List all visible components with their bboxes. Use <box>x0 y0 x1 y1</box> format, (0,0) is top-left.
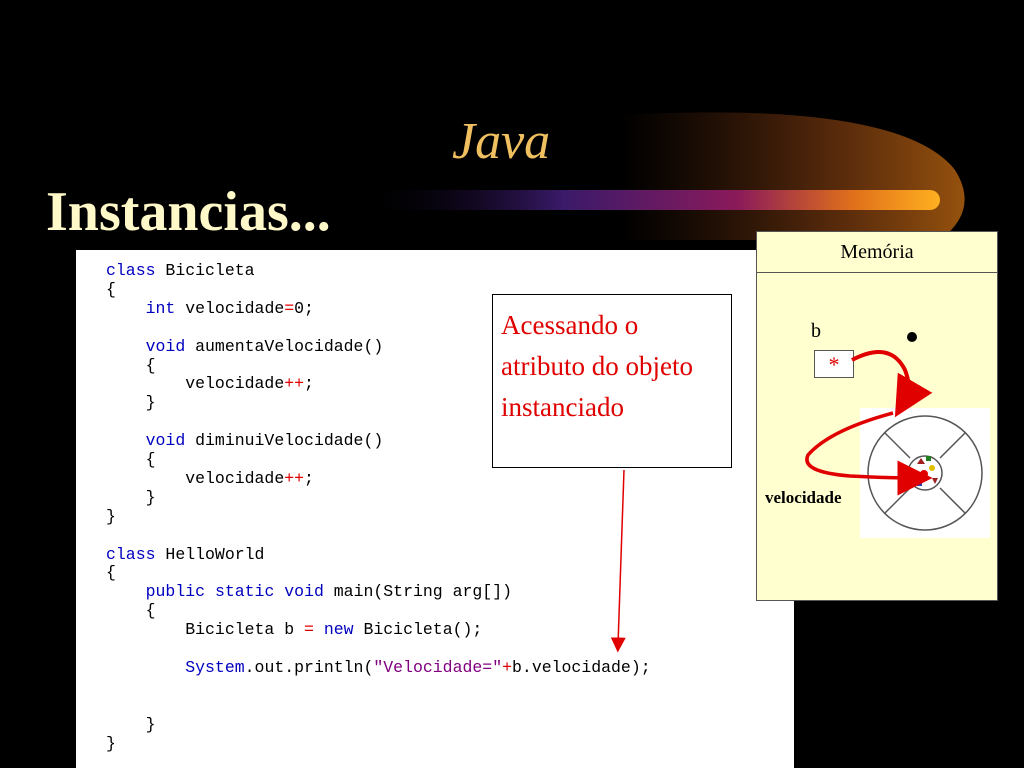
code-token: { <box>106 355 156 375</box>
code-token: velocidade <box>106 374 285 394</box>
code-token: { <box>106 563 116 583</box>
code-token: void <box>145 336 186 356</box>
code-token: .out.println( <box>244 657 374 677</box>
code-token: HelloWorld <box>155 544 265 564</box>
code-line: Bicicleta b = new Bicicleta(); <box>106 620 651 640</box>
code-token: public <box>145 582 206 602</box>
code-line: } <box>106 393 651 413</box>
code-token: } <box>106 714 156 734</box>
slide-subtitle: Java <box>452 113 551 170</box>
code-line: public static void main(String arg[]) <box>106 582 651 602</box>
code-token <box>106 337 146 356</box>
code-token <box>106 431 146 450</box>
code-line: void diminuiVelocidade() <box>106 431 651 451</box>
code-token: 0; <box>294 298 314 318</box>
code-token <box>106 658 185 677</box>
code-token: aumentaVelocidade() <box>185 336 384 356</box>
code-token: class <box>106 544 156 564</box>
code-line <box>106 678 651 697</box>
code-token: "Velocidade=" <box>373 657 503 677</box>
code-line <box>106 640 651 659</box>
code-line: } <box>106 733 651 754</box>
code-token: diminuiVelocidade() <box>185 431 384 451</box>
object-diagram <box>860 408 990 538</box>
code-token: { <box>106 279 116 299</box>
code-line <box>106 697 651 716</box>
code-line: class HelloWorld <box>106 544 651 565</box>
code-line: } <box>106 506 651 527</box>
attribute-label: velocidade <box>765 488 842 507</box>
code-token: Bicicleta(); <box>353 620 483 640</box>
code-line: System.out.println("Velocidade="+b.veloc… <box>106 657 651 678</box>
code-line: { <box>106 279 651 300</box>
code-token <box>314 620 324 639</box>
code-token: } <box>106 487 156 507</box>
code-token: class <box>106 261 156 280</box>
code-token: { <box>106 601 156 621</box>
code-token: = <box>304 620 314 640</box>
code-token: ++ <box>284 374 305 394</box>
code-token: ++ <box>284 468 305 488</box>
code-token: void <box>284 582 324 602</box>
code-token <box>205 582 215 601</box>
code-line: velocidade++; <box>106 374 651 394</box>
callout-box: Acessando o atributo do objeto instancia… <box>492 294 732 468</box>
memory-header: Memória <box>757 232 997 273</box>
code-token <box>106 582 146 601</box>
code-line: void aumentaVelocidade() <box>106 336 651 357</box>
variable-name: b <box>811 320 821 342</box>
slide-title: Instancias... <box>46 181 331 243</box>
code-token: velocidade <box>175 298 285 318</box>
code-line: class Bicicleta <box>106 261 651 281</box>
code-token: ; <box>304 468 314 488</box>
pointer-box: * <box>814 350 854 378</box>
callout-text: Acessando o atributo do objeto instancia… <box>501 310 693 422</box>
code-token: int <box>145 298 176 318</box>
code-line: { <box>106 355 651 376</box>
code-token: { <box>106 450 156 470</box>
code-token: = <box>284 298 295 318</box>
code-token: Bicicleta b <box>106 620 305 640</box>
code-line: { <box>106 450 651 470</box>
bullet-dot <box>907 332 917 342</box>
code-token: + <box>502 657 513 677</box>
code-line: } <box>106 487 651 508</box>
code-line: { <box>106 564 651 583</box>
object-circle-icon <box>867 415 983 531</box>
code-token: new <box>323 620 354 640</box>
code-token: static <box>214 582 275 602</box>
code-token <box>274 582 284 601</box>
code-token: void <box>145 431 186 451</box>
code-token: velocidade <box>106 468 285 488</box>
code-token: } <box>106 733 116 753</box>
code-token <box>106 299 146 318</box>
code-token: ; <box>304 374 314 394</box>
code-line: } <box>106 714 651 735</box>
code-token: } <box>106 506 116 526</box>
code-line: velocidade++; <box>106 468 651 489</box>
code-token: Bicicleta <box>155 261 255 280</box>
code-token: main(String arg[]) <box>323 582 513 602</box>
code-token: System <box>185 657 245 677</box>
code-token: b.velocidade); <box>512 657 651 677</box>
code-line: int velocidade=0; <box>106 298 651 319</box>
code-token: } <box>106 393 156 413</box>
code-line <box>106 527 651 546</box>
code-listing: class Bicicleta{ int velocidade=0; void … <box>106 261 651 754</box>
code-line: { <box>106 601 651 621</box>
